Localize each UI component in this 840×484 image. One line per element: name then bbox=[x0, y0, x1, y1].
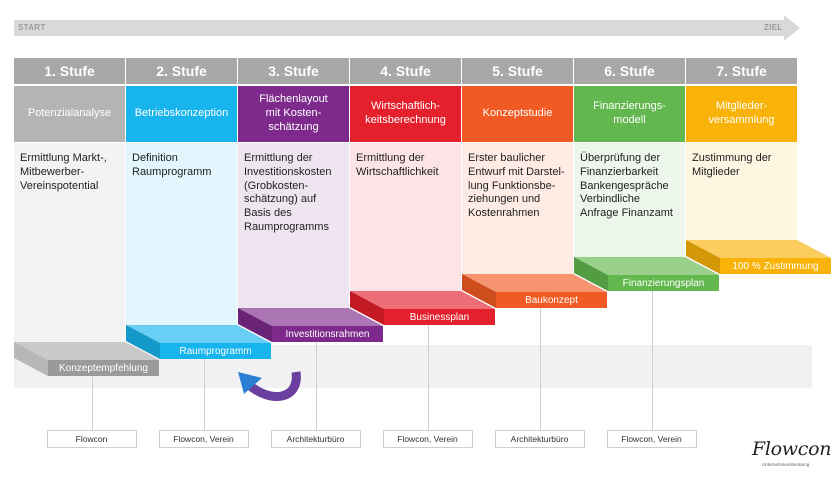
step-side-7 bbox=[686, 240, 720, 274]
stage-title-4: Wirtschaftlich-keitsberechnung bbox=[350, 86, 461, 142]
connector-line-1 bbox=[91, 376, 93, 430]
step-front-5 bbox=[496, 292, 607, 308]
feedback-arrow bbox=[244, 371, 301, 401]
stage-body-1 bbox=[14, 143, 125, 342]
step-front-4 bbox=[384, 309, 495, 325]
stage-body-5 bbox=[462, 143, 573, 274]
step-front-7 bbox=[720, 258, 831, 274]
step-side-4 bbox=[350, 291, 384, 325]
feedback-arrowhead bbox=[238, 372, 262, 394]
step-top-6 bbox=[574, 257, 719, 275]
stage-description-1: Ermittlung Markt-,Mitbewerber-Vereinspot… bbox=[20, 152, 107, 192]
step-top-5 bbox=[462, 274, 607, 292]
step-label-2: Raumprogramm bbox=[179, 345, 252, 357]
step-label-7: 100 % Zustimmung bbox=[732, 260, 819, 272]
step-label-3: Investitionsrahmen bbox=[285, 328, 370, 340]
responsible-box-5: Architekturbüro bbox=[494, 430, 585, 448]
step-side-1 bbox=[14, 342, 48, 376]
step-top-1 bbox=[14, 342, 159, 360]
stage-title-5: Konzeptstudie bbox=[462, 86, 573, 142]
stage-body-7 bbox=[686, 143, 797, 240]
stage-header-1: 1. Stufe bbox=[14, 58, 125, 84]
step-top-7 bbox=[686, 240, 831, 258]
logo-tagline: Unternehmensberatung bbox=[762, 462, 810, 467]
responsible-box-1: Flowcon bbox=[46, 430, 137, 448]
responsible-box-6: Flowcon, Verein bbox=[606, 430, 697, 448]
stage-header-5: 5. Stufe bbox=[462, 58, 573, 84]
stage-title-7: Mitglieder-versammlung bbox=[686, 86, 797, 142]
step-top-2 bbox=[126, 325, 271, 343]
step-side-2 bbox=[126, 325, 160, 359]
stage-body-4 bbox=[350, 143, 461, 291]
flowcon-logo: Flowcon bbox=[752, 438, 832, 460]
stage-body-2 bbox=[126, 143, 237, 325]
responsible-box-4: Flowcon, Verein bbox=[382, 430, 473, 448]
stage-body-3 bbox=[238, 143, 349, 308]
step-label-1: Konzeptempfehlung bbox=[59, 362, 148, 374]
step-front-3 bbox=[272, 326, 383, 342]
stage-header-7: 7. Stufe bbox=[686, 58, 797, 84]
responsible-box-3: Architekturbüro bbox=[270, 430, 361, 448]
step-top-3 bbox=[238, 308, 383, 326]
arrow-start-label: START bbox=[18, 23, 46, 32]
arrow-end-label: ZIEL bbox=[764, 23, 783, 32]
stage-header-6: 6. Stufe bbox=[574, 58, 685, 84]
progress-arrow bbox=[14, 15, 800, 41]
stage-header-3: 3. Stufe bbox=[238, 58, 349, 84]
step-side-6 bbox=[574, 257, 608, 291]
connector-line-6 bbox=[651, 291, 653, 430]
connector-line-2 bbox=[203, 359, 205, 430]
step-front-2 bbox=[160, 343, 271, 359]
step-side-3 bbox=[238, 308, 272, 342]
stage-header-2: 2. Stufe bbox=[126, 58, 237, 84]
connector-line-5 bbox=[539, 308, 541, 430]
step-label-4: Businessplan bbox=[409, 311, 470, 323]
step-side-5 bbox=[462, 274, 496, 308]
step-label-6: Finanzierungsplan bbox=[622, 277, 705, 289]
stage-header-4: 4. Stufe bbox=[350, 58, 461, 84]
step-label-5: Baukonzept bbox=[525, 294, 578, 306]
connector-line-4 bbox=[427, 325, 429, 430]
stage-body-6 bbox=[574, 143, 685, 257]
connector-line-3 bbox=[315, 342, 317, 430]
step-front-6 bbox=[608, 275, 719, 291]
stage-title-1: Potenzialanalyse bbox=[14, 86, 125, 142]
step-top-4 bbox=[350, 291, 495, 309]
stage-title-6: Finanzierungs-modell bbox=[574, 86, 685, 142]
step-front-1 bbox=[48, 360, 159, 376]
stage-title-2: Betriebskonzeption bbox=[126, 86, 237, 142]
responsible-box-2: Flowcon, Verein bbox=[158, 430, 249, 448]
